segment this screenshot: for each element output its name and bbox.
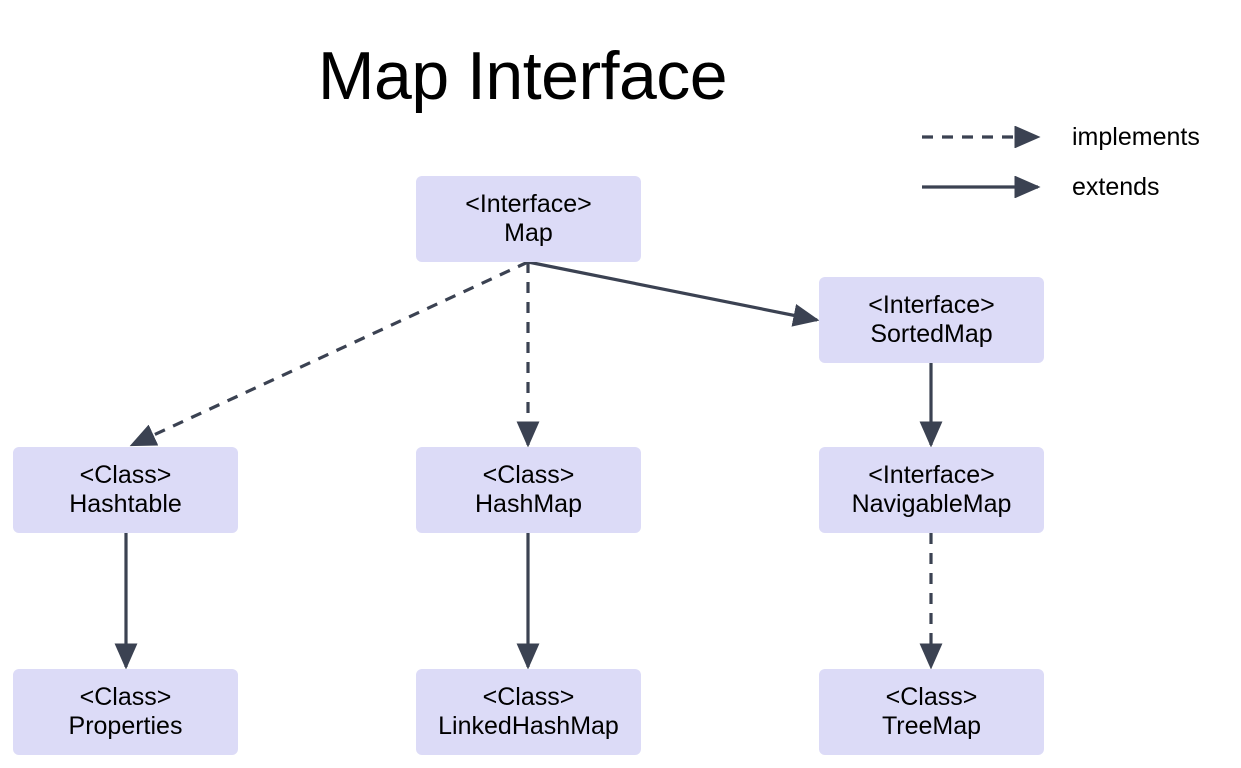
node-stereotype: <Class>	[79, 460, 172, 489]
node-hashmap[interactable]: <Class>HashMap	[416, 447, 641, 533]
legend-label-extends: extends	[1072, 172, 1160, 201]
node-label: HashMap	[475, 490, 582, 518]
legend-item-implements: implements	[920, 120, 1200, 154]
legend-label-implements: implements	[1072, 122, 1200, 151]
node-stereotype: <Class>	[885, 682, 978, 711]
legend-item-extends: extends	[920, 170, 1160, 204]
node-stereotype: <Interface>	[868, 290, 995, 319]
node-stereotype: <Interface>	[868, 460, 995, 489]
node-navigablemap[interactable]: <Interface>NavigableMap	[819, 447, 1044, 533]
node-map[interactable]: <Interface>Map	[416, 176, 641, 262]
node-stereotype: <Class>	[482, 682, 575, 711]
edge-map-hashtable	[129, 260, 529, 447]
node-stereotype: <Interface>	[465, 189, 592, 218]
dashed-arrow-icon	[920, 125, 1050, 149]
node-label: SortedMap	[870, 320, 993, 348]
node-label: NavigableMap	[851, 490, 1012, 518]
node-linkedhashmap[interactable]: <Class>LinkedHashMap	[416, 669, 641, 755]
node-sortedmap[interactable]: <Interface>SortedMap	[819, 277, 1044, 363]
node-treemap[interactable]: <Class>TreeMap	[819, 669, 1044, 755]
node-label: Hashtable	[69, 490, 182, 518]
node-label: TreeMap	[881, 712, 982, 740]
node-label: LinkedHashMap	[438, 712, 619, 740]
legend: implements extends	[920, 112, 1240, 212]
node-label: Properties	[68, 712, 183, 740]
node-label: Map	[504, 219, 553, 247]
node-stereotype: <Class>	[482, 460, 575, 489]
node-properties[interactable]: <Class>Properties	[13, 669, 238, 755]
node-stereotype: <Class>	[79, 682, 172, 711]
solid-arrow-icon	[920, 175, 1050, 199]
node-hashtable[interactable]: <Class>Hashtable	[13, 447, 238, 533]
edge-map-sortedmap	[527, 260, 820, 327]
page-title: Map Interface	[317, 38, 728, 114]
